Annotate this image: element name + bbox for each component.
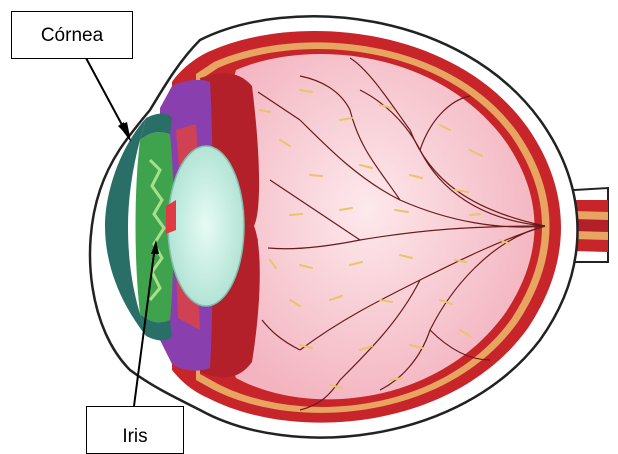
iris-label: Iris <box>86 406 184 454</box>
lens <box>168 146 244 306</box>
cornea-label-text: Córnea <box>41 26 103 45</box>
iris-label-text: Iris <box>122 427 147 446</box>
cornea-label: Córnea <box>11 11 133 59</box>
